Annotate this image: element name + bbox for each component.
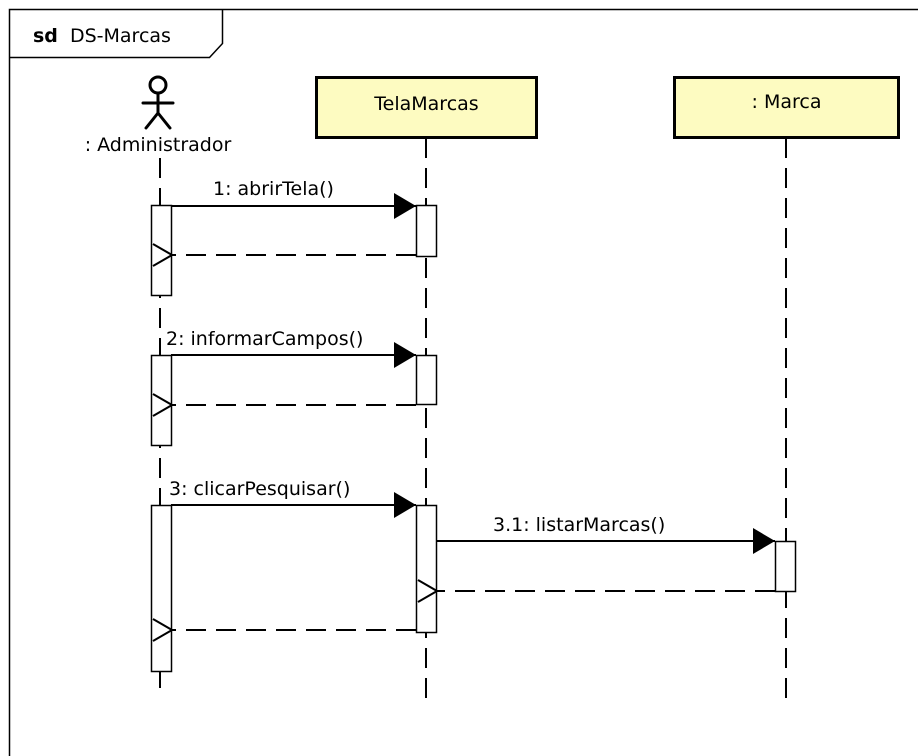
frame: sd DS-Marcas: [8, 8, 918, 756]
participant-label: : Administrador: [85, 134, 232, 156]
activation-bar: [415, 354, 438, 406]
activation-bar: [150, 504, 173, 673]
participant-marca[interactable]: : Marca: [673, 76, 900, 139]
message-1[interactable]: 1: abrirTela(): [171, 178, 416, 219]
message-label: 3.1: listarMarcas(): [493, 514, 665, 536]
participant-box: [315, 76, 538, 139]
participant-telamarcas[interactable]: TelaMarcas: [315, 76, 538, 139]
activation-bar: [150, 204, 173, 297]
activation-bar: [415, 204, 438, 258]
activation-bar: [415, 504, 438, 634]
message-3-1[interactable]: 3.1: listarMarcas(): [436, 514, 775, 554]
participant-label: : Marca: [752, 91, 822, 113]
frame-name: DS-Marcas: [70, 25, 171, 47]
activation-bar: [150, 354, 173, 447]
actor-icon: [141, 75, 175, 130]
frame-keyword: sd: [33, 25, 58, 47]
frame-title: sd DS-Marcas: [33, 25, 171, 47]
participant-box: [673, 76, 900, 139]
message-label: 1: abrirTela(): [213, 178, 334, 200]
participant-administrador[interactable]: : Administrador: [85, 75, 232, 156]
message-label: 3: clicarPesquisar(): [169, 478, 350, 500]
message-label: 2: informarCampos(): [166, 328, 363, 350]
message-2[interactable]: 2: informarCampos(): [166, 328, 416, 368]
activation-bar: [774, 540, 797, 593]
message-3[interactable]: 3: clicarPesquisar(): [169, 478, 416, 518]
participant-label: TelaMarcas: [373, 93, 478, 115]
frame-border: [8, 8, 918, 756]
frame-name-tab: [9, 9, 224, 59]
messages: 1: abrirTela() 2: informarCampos() 3: cl…: [166, 178, 775, 630]
